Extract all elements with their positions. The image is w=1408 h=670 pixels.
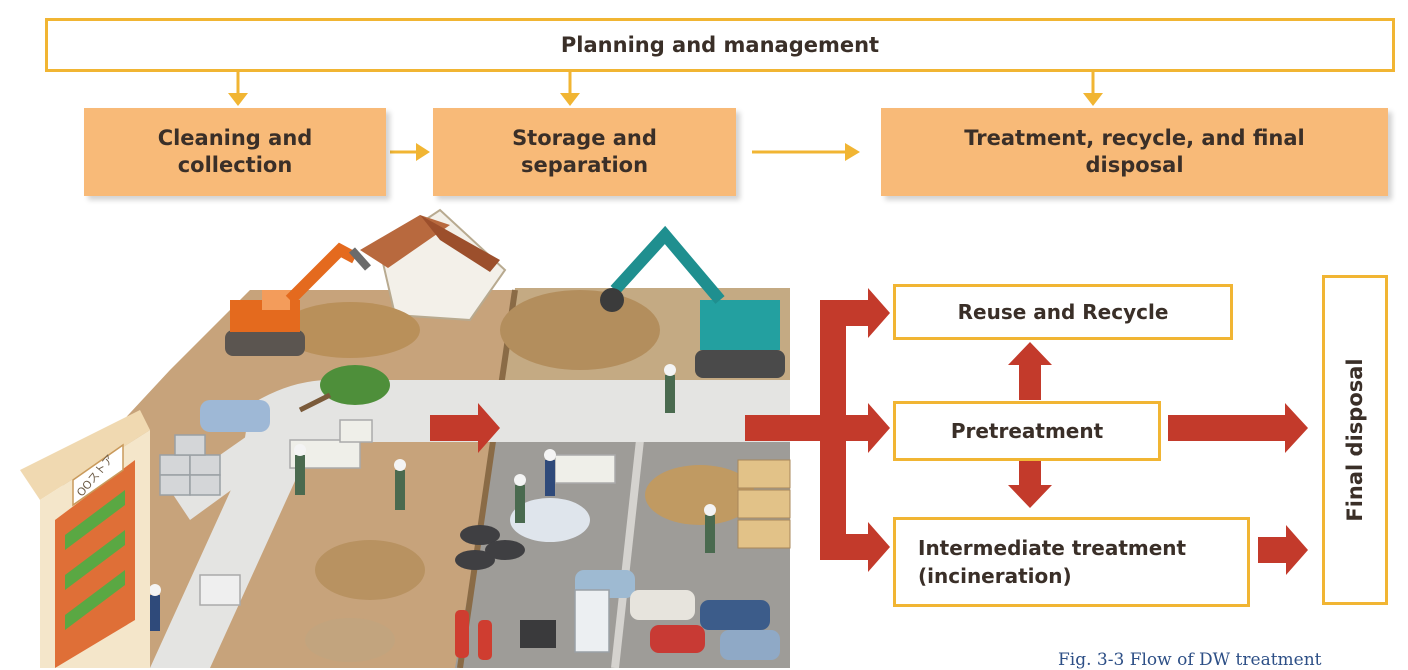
stage-treatment-recycle-disposal: Treatment, recycle, and final disposal (881, 108, 1388, 196)
concrete-blocks (159, 434, 221, 496)
stage-storage-label: Storage and separation (512, 125, 657, 177)
red-arrow-intermediate (820, 522, 890, 572)
final-disposal-box: Final disposal (1322, 275, 1388, 605)
red-arrow-to-final-from-pretreatment (1168, 403, 1308, 453)
down-arrow-treatment (1083, 93, 1103, 106)
planning-management-label: Planning and management (560, 33, 880, 57)
figure-caption: Fig. 3-3 Flow of DW treatment (1058, 650, 1322, 670)
store (20, 410, 150, 668)
appliances (199, 574, 610, 653)
tire-pile (455, 525, 525, 570)
right-arrow-to-storage (416, 143, 430, 161)
reuse-recycle-box: Reuse and Recycle (893, 284, 1233, 340)
red-arrow-illustration (430, 403, 500, 453)
down-arrow-cleaning (228, 93, 248, 106)
down-arrow-storage (560, 93, 580, 106)
red-arrow-to-reuse (1008, 342, 1052, 400)
intermediate-treatment-label: Intermediate treatment (incineration) (918, 536, 1187, 588)
right-arrow-to-treatment (845, 143, 860, 161)
stage-cleaning-collection: Cleaning and collection (84, 108, 386, 196)
pretreatment-label: Pretreatment (950, 419, 1104, 443)
damaged-house (360, 208, 507, 322)
fire-extinguishers (455, 610, 492, 660)
red-arrow-to-final-from-intermediate (1258, 525, 1308, 575)
timber-stack (737, 459, 791, 549)
stage-storage-separation: Storage and separation (433, 108, 736, 196)
pretreatment-box: Pretreatment (893, 401, 1161, 461)
red-arrow-reuse (820, 288, 890, 338)
workers (149, 364, 716, 631)
planning-management-box: Planning and management (45, 18, 1395, 72)
damaged-cars (200, 400, 780, 660)
reuse-recycle-label: Reuse and Recycle (957, 300, 1169, 324)
debris-piles (280, 290, 755, 662)
red-arrow-pretreatment (840, 403, 890, 453)
fallen-tree (298, 365, 390, 413)
stage-treatment-label: Treatment, recycle, and final disposal (964, 125, 1305, 177)
teal-excavator (600, 225, 785, 378)
orange-excavator (225, 242, 371, 356)
stage-cleaning-label: Cleaning and collection (157, 125, 313, 177)
red-arrow-to-intermediate (1008, 460, 1052, 508)
intermediate-treatment-box: Intermediate treatment (incineration) (893, 517, 1250, 607)
final-disposal-label: Final disposal (1343, 358, 1367, 522)
